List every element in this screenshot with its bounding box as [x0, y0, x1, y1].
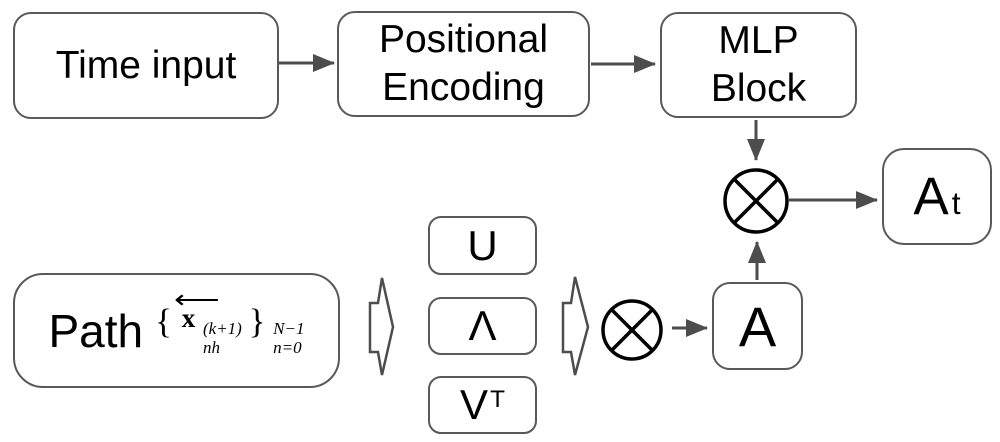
node-u-matrix: U: [428, 216, 537, 275]
node-u-label: U: [467, 221, 498, 269]
otimes-bottom-icon: [601, 299, 663, 361]
node-v-transpose-label: VT: [460, 381, 505, 429]
node-positional-encoding: Positional Encoding: [337, 11, 590, 117]
node-path-label: Path: [48, 304, 144, 357]
otimes-top-icon: [723, 168, 789, 234]
node-path: Path { ⟵ x (k+1) nh } N−1 n=0: [13, 273, 340, 388]
math-superscript-outer: N−1: [273, 319, 305, 339]
math-right-brace: }: [248, 301, 266, 341]
overleftarrow-icon: ⟵: [173, 284, 220, 314]
node-a-matrix: A: [712, 282, 803, 370]
node-time-input: Time input: [13, 12, 279, 119]
math-outer-scripts: N−1 n=0: [273, 319, 304, 357]
node-lambda-matrix: Λ: [428, 297, 537, 355]
a-t-sub: t: [951, 185, 961, 221]
math-subscript-outer: n=0: [273, 338, 302, 358]
block-arrow-left-icon: [368, 277, 395, 376]
node-lambda-label: Λ: [468, 302, 497, 349]
path-math-expression: { ⟵ x (k+1) nh } N−1 n=0: [155, 287, 304, 358]
node-time-input-label: Time input: [55, 43, 237, 87]
node-mlp-block-label: MLP Block: [710, 19, 807, 110]
node-a-t-matrix: At: [882, 148, 992, 245]
math-overleftarrow-x: ⟵ x: [174, 287, 220, 334]
v-transpose-sup: T: [490, 385, 505, 413]
math-subscript-inner: nh: [202, 338, 220, 358]
math-inner-scripts: (k+1) nh: [203, 319, 242, 357]
math-superscript-inner: (k+1): [202, 319, 242, 339]
node-a-label: A: [738, 294, 777, 358]
block-arrow-right-icon: [561, 276, 590, 376]
node-a-t-label: At: [913, 166, 960, 227]
math-base-x: x: [181, 303, 196, 334]
v-base: V: [460, 381, 489, 428]
node-mlp-block: MLP Block: [660, 12, 857, 118]
a-t-base: A: [913, 167, 949, 226]
node-v-transpose-matrix: VT: [428, 376, 537, 434]
math-left-brace: {: [155, 301, 172, 341]
node-positional-encoding-label: Positional Encoding: [378, 18, 549, 109]
